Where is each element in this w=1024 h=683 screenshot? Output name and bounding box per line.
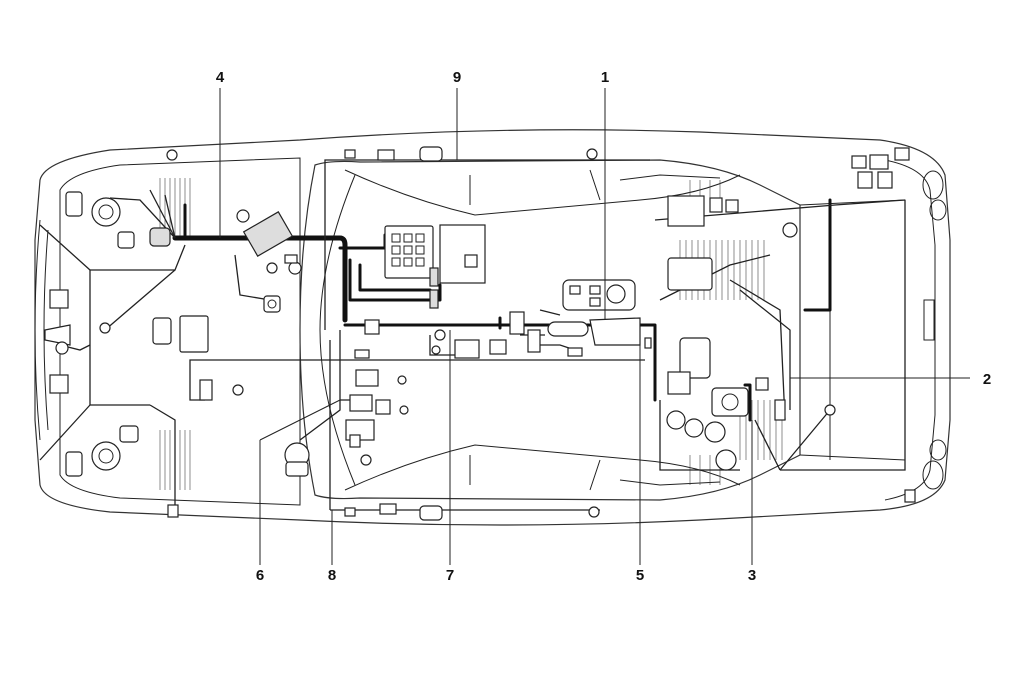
callout-4: 4 bbox=[216, 69, 225, 86]
callout-5: 5 bbox=[636, 567, 644, 584]
callout-9: 9 bbox=[453, 69, 461, 86]
callout-labels: 1 2 3 4 5 6 7 8 9 bbox=[216, 69, 991, 584]
callout-3: 3 bbox=[748, 567, 756, 584]
callout-2: 2 bbox=[983, 371, 991, 388]
leader-lines bbox=[219, 88, 970, 565]
callout-6: 6 bbox=[256, 567, 264, 584]
callout-8: 8 bbox=[328, 567, 336, 584]
callout-7: 7 bbox=[446, 567, 454, 584]
callout-1: 1 bbox=[601, 69, 609, 86]
car-body-outline bbox=[34, 129, 951, 526]
wires bbox=[39, 159, 906, 511]
components bbox=[44, 146, 916, 521]
